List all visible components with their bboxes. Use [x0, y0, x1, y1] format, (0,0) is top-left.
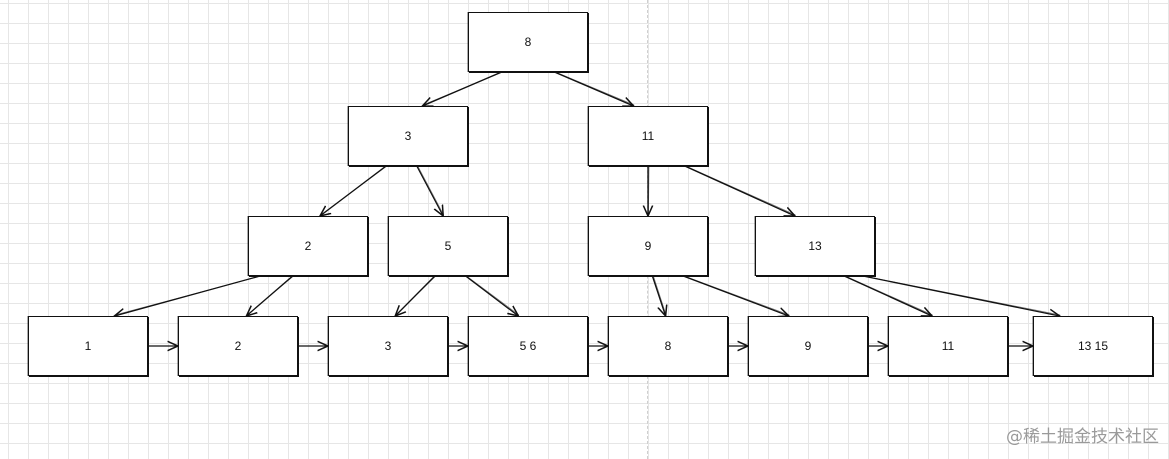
- tree-edge-arrow: [651, 275, 665, 316]
- tree-edge-sketch-stroke: [466, 275, 520, 316]
- leaf-node[interactable]: 5 6: [468, 316, 588, 376]
- tree-edge-arrow: [465, 275, 519, 316]
- tree-edge-sketch-stroke: [863, 275, 1061, 316]
- tree-edge-sketch-stroke: [845, 275, 933, 316]
- tree-edge-sketch-stroke: [320, 165, 388, 216]
- tree-edge-sketch-stroke: [684, 275, 790, 316]
- tree-node-level2[interactable]: 13: [755, 216, 875, 276]
- tree-edge-sketch-stroke: [422, 71, 503, 106]
- leaf-node[interactable]: 8: [608, 316, 728, 376]
- tree-node-level1-right[interactable]: 11: [588, 106, 708, 166]
- leaf-node[interactable]: 11: [888, 316, 1008, 376]
- leaf-node[interactable]: 1: [28, 316, 148, 376]
- tree-edge-arrow: [416, 165, 443, 216]
- tree-node-level2[interactable]: 2: [248, 216, 368, 276]
- leaf-node[interactable]: 13 15: [1033, 316, 1153, 376]
- tree-edge-sketch-stroke: [685, 165, 796, 216]
- tree-node-root[interactable]: 8: [468, 12, 588, 72]
- tree-node-level2[interactable]: 9: [588, 216, 708, 276]
- tree-edge-sketch-stroke: [648, 165, 650, 216]
- leaf-node[interactable]: 2: [178, 316, 298, 376]
- tree-edge-arrow: [843, 275, 932, 316]
- tree-node-level2[interactable]: 5: [388, 216, 508, 276]
- tree-edge-sketch-stroke: [114, 275, 262, 316]
- tree-edge-arrow: [682, 275, 789, 316]
- tree-edge-sketch-stroke: [395, 275, 437, 316]
- watermark-text: @稀土掘金技术社区: [1006, 427, 1159, 447]
- tree-edge-arrow: [554, 71, 633, 106]
- tree-node-level1-left[interactable]: 3: [348, 106, 468, 166]
- leaf-node[interactable]: 3: [328, 316, 448, 376]
- tree-edge-arrow: [684, 165, 795, 216]
- tree-edge-sketch-stroke: [555, 71, 635, 106]
- tree-edge-sketch-stroke: [417, 165, 445, 216]
- tree-edge-sketch-stroke: [653, 275, 667, 316]
- leaf-node[interactable]: 9: [748, 316, 868, 376]
- tree-edge-sketch-stroke: [246, 275, 294, 316]
